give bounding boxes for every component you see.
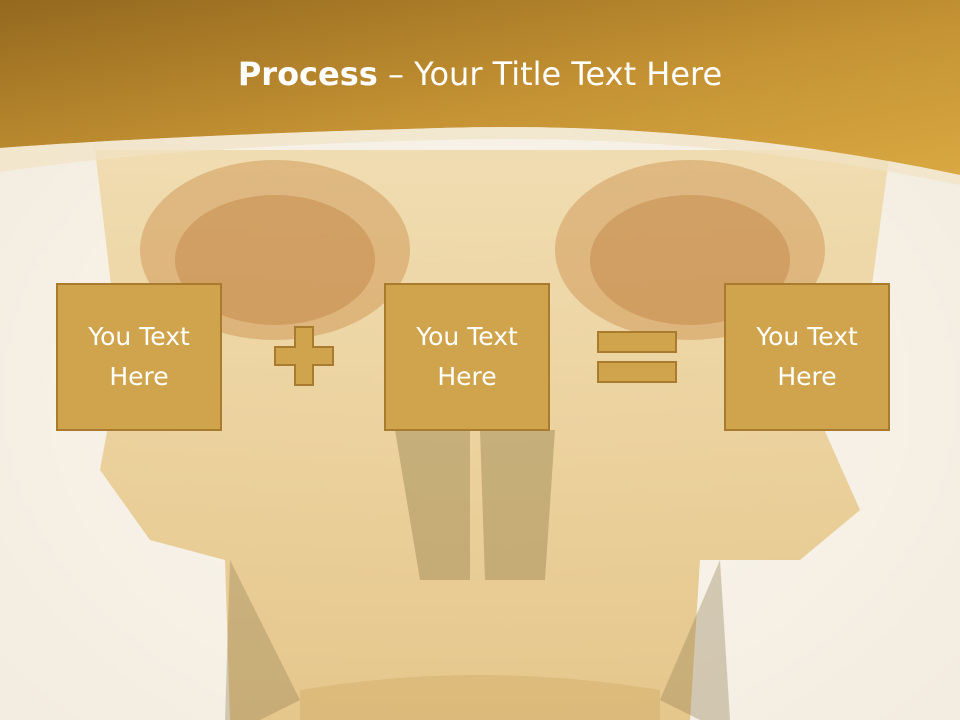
text-box-1[interactable]: You Text Here xyxy=(56,283,222,431)
text-box-3-label: You Text Here xyxy=(756,322,858,391)
text-box-2[interactable]: You Text Here xyxy=(384,283,550,431)
equals-icon xyxy=(597,331,677,383)
text-box-3[interactable]: You Text Here xyxy=(724,283,890,431)
title-bold: Process xyxy=(237,55,378,93)
slide-title: Process – Your Title Text Here xyxy=(0,52,960,96)
title-rest: – Your Title Text Here xyxy=(377,55,723,93)
text-box-1-label: You Text Here xyxy=(88,322,190,391)
plus-icon xyxy=(274,326,334,386)
text-box-2-label: You Text Here xyxy=(416,322,518,391)
